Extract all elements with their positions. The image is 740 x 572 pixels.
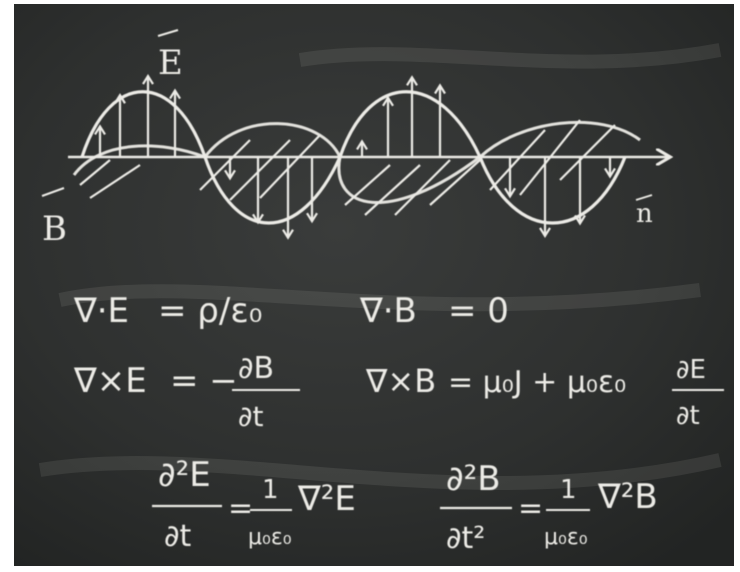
- b-field-arrow: [429, 159, 481, 206]
- b-field-arrow: [229, 139, 291, 201]
- chalk-smudges: [38, 43, 722, 490]
- wave-b-coef-num: 1: [560, 475, 577, 505]
- ampere-den: ∂t: [676, 401, 700, 431]
- b-field-arrow: [259, 134, 321, 199]
- faraday-num: ∂B: [238, 351, 274, 386]
- e-field-arrowhead: [406, 75, 418, 86]
- wave-b-eq: =: [518, 491, 543, 526]
- b-field-arrow: [559, 124, 616, 181]
- ampere-lhs: ∇×B: [365, 362, 436, 400]
- b-field-arrow: [199, 139, 251, 191]
- e-field-arrowhead: [356, 139, 368, 150]
- e-field-arrowhead: [382, 95, 394, 107]
- b-field-label: B: [42, 209, 67, 249]
- wave-e-rhs: ∇²E: [297, 479, 356, 519]
- e-field-arrowhead: [306, 212, 318, 224]
- wave-b-rhs: ∇²B: [597, 477, 658, 517]
- gauss-e-lhs: ∇·E: [73, 291, 129, 331]
- wave-b-den: ∂t²: [446, 521, 485, 556]
- wave-e-coef-den: μ₀ε₀: [248, 525, 292, 550]
- b-field-arrow: [79, 159, 111, 186]
- b-field-arrow: [519, 119, 581, 196]
- wave-e-num: ∂²E: [158, 455, 211, 495]
- e-field-arrowhead: [604, 167, 616, 179]
- gauss-b-rhs: = 0: [448, 291, 509, 331]
- wave-b-num: ∂²B: [446, 459, 501, 499]
- e-field-arrowhead: [282, 229, 294, 240]
- label-e-field: E: [157, 29, 183, 83]
- e-field-arrowhead: [142, 73, 154, 85]
- b-field-arrow: [489, 129, 546, 191]
- label-b-field: B: [41, 187, 67, 249]
- ampere-num: ∂E: [676, 355, 706, 385]
- e-field-arrows: [94, 73, 616, 240]
- ampere-rhs: = μ₀J + μ₀ε₀: [448, 365, 626, 400]
- wave-e-eq: =: [228, 491, 253, 526]
- wave-diagram: E B n: [41, 29, 668, 249]
- e-field-arrowhead: [574, 214, 586, 226]
- e-field-arrowhead: [224, 169, 236, 181]
- b-field-wave: [72, 120, 641, 204]
- b-field-arrows: [79, 119, 616, 216]
- wave-b-coef-den: μ₀ε₀: [544, 525, 588, 550]
- b-field-arrow: [364, 164, 421, 216]
- wave-e-coef-num: 1: [262, 475, 279, 505]
- b-field-arrow: [344, 164, 391, 206]
- gauss-e-rhs: = ρ/ε₀: [158, 291, 262, 331]
- b-field-arrow: [89, 164, 141, 199]
- wave-e-den: ∂t: [164, 519, 192, 554]
- e-field-label: E: [158, 43, 183, 83]
- e-field-arrowhead: [504, 187, 516, 199]
- faraday-den: ∂t: [238, 400, 263, 433]
- board-surface: [14, 4, 734, 566]
- faraday-rhs: = −: [170, 361, 238, 401]
- maxwell-equations: ∇·E = ρ/ε₀ ∇·B = 0 ∇×E = − ∂B ∂t ∇×B = μ…: [73, 291, 724, 556]
- e-field-arrowhead: [252, 213, 264, 225]
- faraday-lhs: ∇×E: [73, 361, 147, 401]
- gauss-b-lhs: ∇·B: [359, 291, 417, 331]
- e-field-arrowhead: [434, 83, 446, 95]
- e-field-arrowhead: [94, 124, 106, 136]
- e-field-arrowhead: [114, 93, 126, 104]
- e-field-arrowhead: [169, 88, 181, 100]
- b-field-arrow: [394, 159, 451, 216]
- e-field-arrowhead: [539, 227, 551, 239]
- propagation-label: n: [636, 199, 653, 229]
- label-propagation: n: [635, 194, 653, 229]
